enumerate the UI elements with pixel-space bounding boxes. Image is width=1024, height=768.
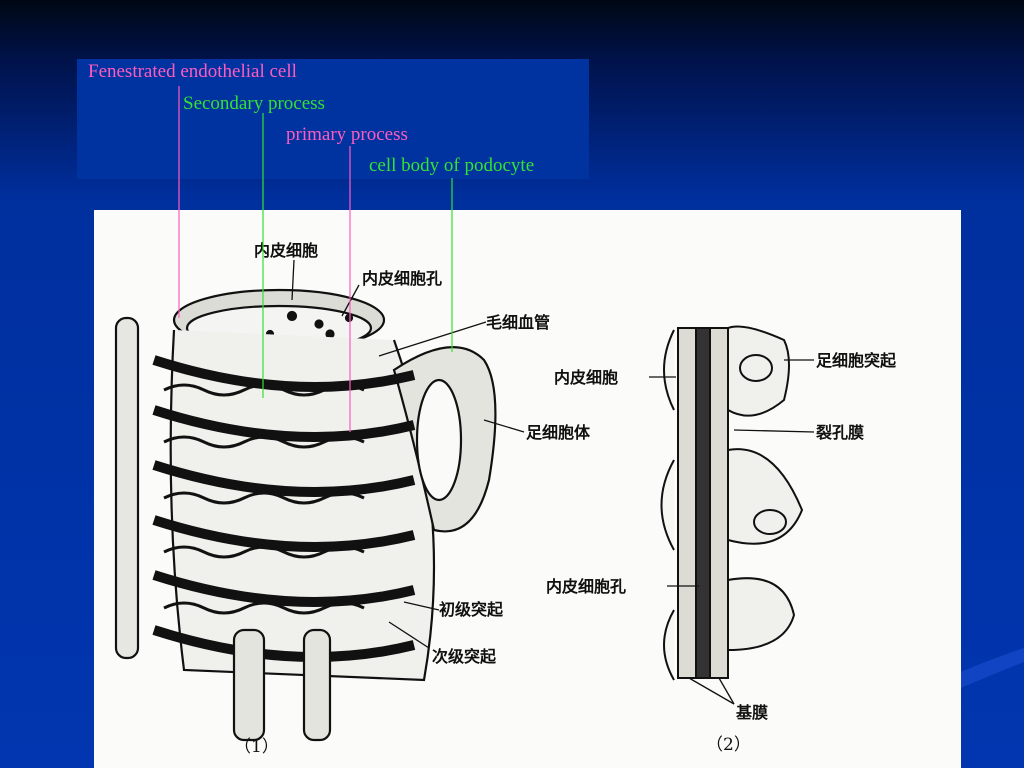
p2-slit-membrane: 裂孔膜 (815, 423, 864, 442)
p2-endothelial-pore: 内皮细胞孔 (546, 577, 626, 596)
label-cell-body-of-podocyte: cell body of podocyte (369, 155, 535, 176)
p1-caption: （1） (234, 737, 279, 757)
label-secondary-process: Secondary process (183, 93, 325, 114)
label-primary-process: primary process (286, 124, 408, 145)
p2-foot-process: 足细胞突起 (816, 351, 897, 370)
p2-endothelial-cell: 内皮细胞 (554, 368, 618, 387)
label-box (77, 59, 589, 179)
p1-podocyte-body: 足细胞体 (526, 423, 591, 442)
glomerular-filtration-figure: 内皮细胞 内皮细胞孔 毛细血管 足细胞体 初级突起 次级突起 （1） 内皮细胞 … (94, 210, 961, 768)
figure-drawing: 内皮细胞 内皮细胞孔 毛细血管 足细胞体 初级突起 次级突起 （1） 内皮细胞 … (114, 241, 897, 757)
p2-basement-membrane: 基膜 (735, 703, 768, 722)
panel2-illustration (649, 325, 815, 705)
p1-endothelial-pore: 内皮细胞孔 (362, 269, 442, 288)
panel1-illustration (114, 259, 525, 742)
p1-primary-process: 初级突起 (439, 600, 504, 619)
p1-capillary: 毛细血管 (486, 313, 550, 332)
p1-endothelial-cell: 内皮细胞 (254, 241, 318, 260)
p1-secondary-process: 次级突起 (432, 647, 497, 666)
p2-caption: （2） (706, 735, 751, 755)
label-fenestrated-endothelial-cell: Fenestrated endothelial cell (88, 61, 297, 82)
